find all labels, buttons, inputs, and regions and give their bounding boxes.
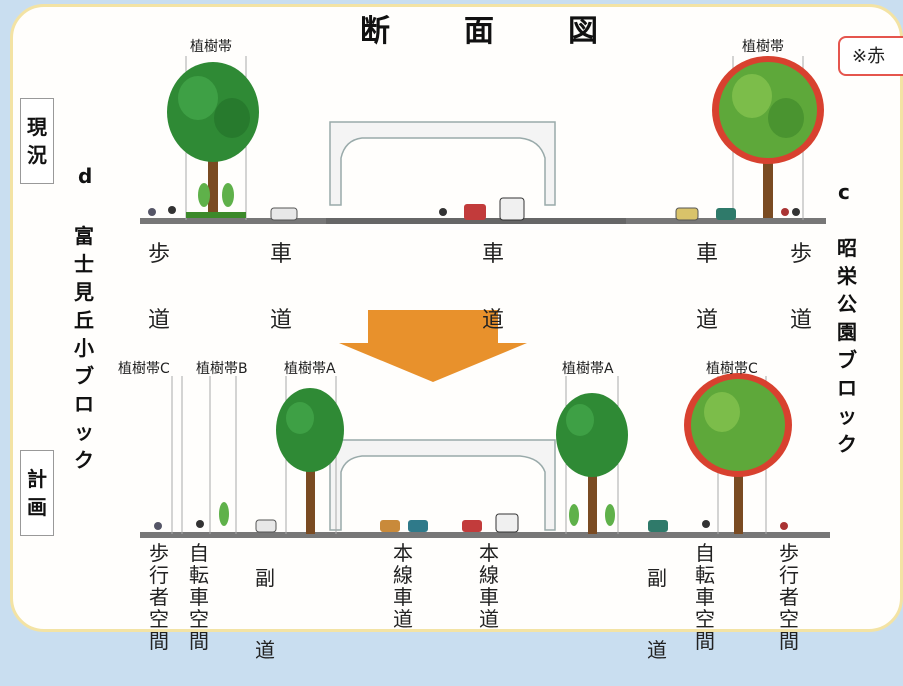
zone-label: 植樹帯A — [562, 361, 614, 377]
side-right-letter: c — [838, 180, 850, 204]
ground-center-current — [326, 218, 626, 224]
ground-right-current — [626, 218, 826, 224]
road-label-top: 歩 — [790, 242, 813, 267]
lane-label: 歩行者空間 — [779, 541, 799, 653]
tree-right-current-highlighted — [712, 56, 824, 218]
tree-a-right-plan — [556, 393, 628, 534]
tree-left-current — [167, 62, 259, 218]
shrub-b-plan — [219, 502, 229, 526]
side-left-block-label: 富士見丘小ブロック — [74, 224, 94, 472]
viaduct-current — [329, 121, 556, 206]
lane-label: 本線車道 — [393, 541, 413, 631]
zone-label: 植樹帯A — [284, 361, 336, 377]
ground-left-current — [140, 218, 326, 224]
road-label-top: 車 — [482, 242, 505, 267]
lane-label: 本線車道 — [479, 541, 499, 631]
road-label-top: 歩 — [148, 242, 171, 267]
lane-label-fuku: 副道 — [647, 566, 667, 662]
zone-label: 植樹帯C — [118, 361, 170, 377]
road-label-top: 車 — [696, 242, 719, 267]
side-left-letter: d — [78, 164, 93, 188]
vehicles-plan — [154, 513, 788, 533]
diagram-title: 断 面 図 — [360, 14, 620, 49]
red-note-box: ※赤 — [838, 36, 903, 76]
tree-c-right-plan-highlighted — [684, 373, 792, 534]
lane-label: 自転車空間 — [189, 541, 209, 653]
road-label-bottom: 道 — [270, 308, 293, 333]
transition-arrow — [339, 310, 527, 382]
viaduct-plan — [329, 439, 556, 531]
zone-label: 植樹帯B — [196, 361, 248, 377]
road-label-top: 車 — [270, 242, 293, 267]
road-label-bottom: 道 — [790, 308, 813, 333]
lane-label: 歩行者空間 — [149, 541, 169, 653]
lane-label-fuku: 副道 — [255, 566, 275, 662]
greenbelt-left-current-label: 植樹帯 — [190, 39, 232, 55]
zone-label: 植樹帯C — [706, 361, 758, 377]
current-label: 現況 — [20, 98, 54, 184]
plan-label: 計画 — [20, 450, 54, 536]
road-label-bottom: 道 — [696, 308, 719, 333]
ground-plan — [140, 532, 830, 538]
greenbelt-right-current-label: 植樹帯 — [742, 39, 784, 55]
road-label-bottom: 道 — [482, 308, 505, 333]
road-label-bottom: 道 — [148, 308, 171, 333]
side-right-block-label: 昭栄公園ブロック — [837, 236, 857, 456]
cross-section-drawing — [140, 56, 830, 538]
lane-label: 自転車空間 — [695, 541, 715, 653]
tree-a-left-plan — [276, 388, 344, 534]
vehicles-current — [148, 197, 800, 221]
